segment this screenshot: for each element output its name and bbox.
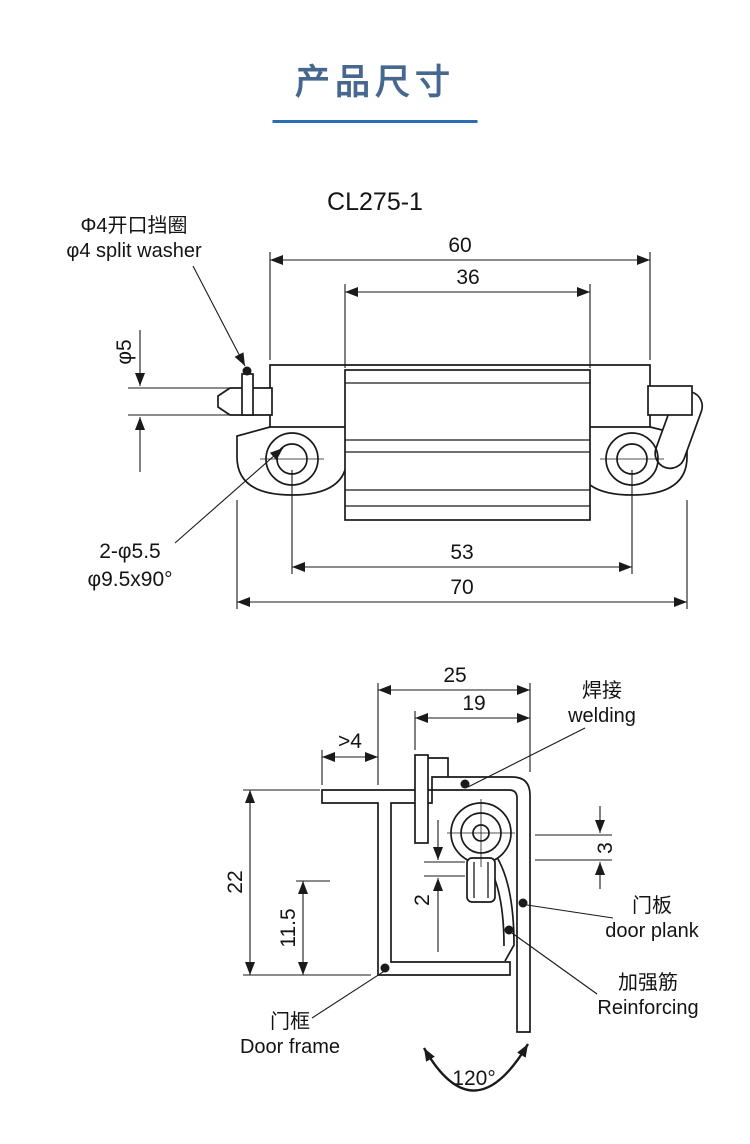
dim-60: 60	[448, 234, 471, 257]
lever-base	[647, 385, 693, 416]
ext-36	[344, 284, 591, 368]
door-plank-label-cn: 门板	[632, 894, 672, 917]
welding-label-en: welding	[567, 705, 636, 727]
model-number: CL275-1	[327, 188, 423, 216]
rib-dot	[504, 925, 514, 935]
dim-2: 2	[411, 894, 434, 906]
dim-70: 70	[450, 576, 473, 599]
plank-dot	[518, 898, 528, 908]
dim-angle-120: 120°	[452, 1067, 495, 1090]
door-frame-leader	[311, 969, 387, 1019]
ext-22	[243, 789, 371, 976]
dim-22: 22	[224, 870, 247, 893]
dim-gap4: >4	[338, 730, 362, 753]
front-view	[217, 364, 704, 521]
section-view	[321, 754, 531, 1033]
dim-19: 19	[462, 692, 485, 715]
title-underline	[272, 120, 478, 123]
ext-25	[377, 683, 531, 785]
knuckle-lines	[345, 382, 590, 507]
section-view-dimensions: 25 19 >4 22 11.5 2 3	[224, 664, 617, 976]
washer-leader	[192, 265, 246, 367]
ext-60	[269, 252, 651, 360]
door-plank-leader	[526, 904, 614, 919]
hinge-leaf	[414, 754, 429, 844]
pivot-pin-lines	[473, 862, 489, 898]
door-frame-label-cn: 门框	[270, 1010, 310, 1033]
door-frame-label-en: Door frame	[240, 1036, 340, 1058]
ext-3	[535, 834, 612, 861]
dim-countersink: φ9.5x90°	[87, 568, 172, 591]
dim-53: 53	[450, 541, 473, 564]
holes-leader	[174, 447, 284, 544]
knuckle-block	[344, 369, 591, 521]
reinforcing-leader	[511, 932, 598, 995]
pivot-center-marks	[447, 799, 515, 867]
dim-phi5: φ5	[113, 339, 136, 364]
reinforcing-label-en: Reinforcing	[597, 997, 698, 1019]
washer-label-en: φ4 split washer	[66, 240, 202, 262]
weld-dot	[460, 779, 470, 789]
ext-53	[291, 470, 633, 574]
rotation-arrow	[422, 1043, 530, 1092]
ext-phi5	[128, 387, 232, 416]
ext-70	[236, 500, 688, 609]
split-washer-dot	[242, 366, 252, 376]
washer-pin	[241, 373, 254, 416]
door-plank-profile	[431, 776, 531, 1033]
washer-label-cn: Φ4开口挡圈	[80, 214, 187, 237]
door-plank-label-en: door plank	[605, 920, 699, 942]
front-view-dimensions: 60 36 φ5 Φ4开口挡圈 φ4 split washer 2-φ5.5 φ…	[66, 214, 688, 609]
dim-holes: 2-φ5.5	[99, 540, 160, 563]
dim-11-5: 11.5	[277, 908, 300, 947]
dim-25: 25	[443, 664, 466, 687]
dim-36: 36	[456, 266, 479, 289]
ext-2	[424, 861, 465, 877]
leaf-lip	[428, 757, 449, 777]
page-title: 产品尺寸	[294, 63, 455, 102]
frame-dot	[380, 963, 390, 973]
door-frame-profile	[321, 789, 511, 976]
dim-3: 3	[594, 842, 617, 854]
section-view-labels: 焊接 welding 门板 door plank 加强筋 Reinforcing…	[240, 679, 700, 1092]
welding-label-cn: 焊接	[582, 679, 622, 702]
welding-leader	[467, 727, 586, 788]
reinforcing-label-cn: 加强筋	[618, 971, 678, 994]
